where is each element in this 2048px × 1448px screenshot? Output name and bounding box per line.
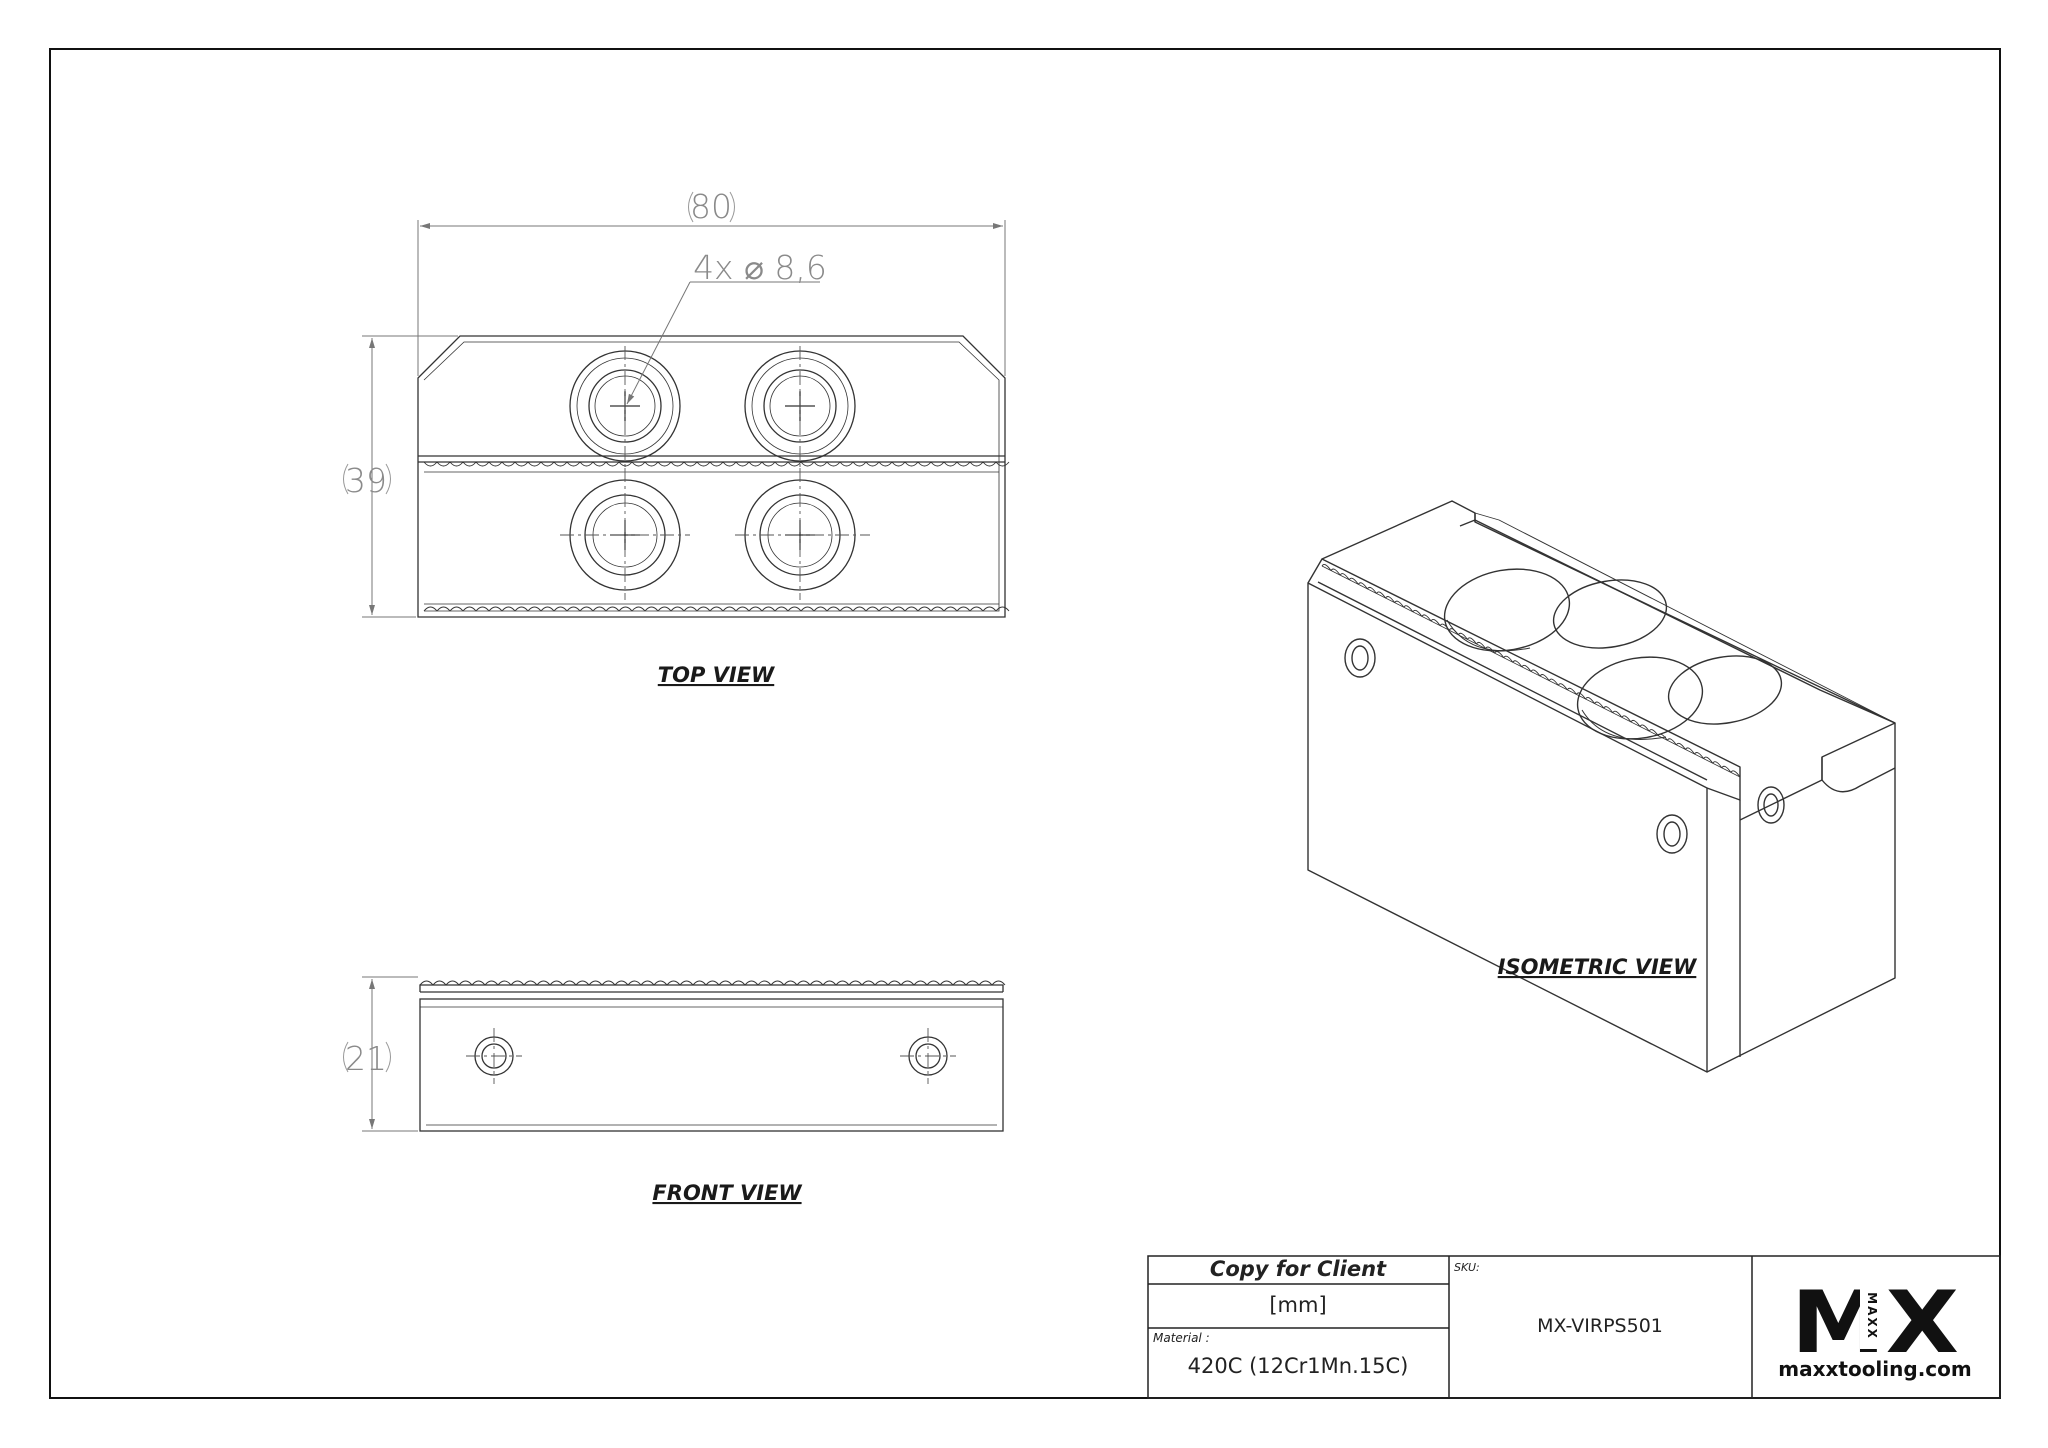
top-view-outline xyxy=(417,335,1006,618)
title-block-frame xyxy=(1147,1255,2001,1399)
height-dimension-top: 39 xyxy=(345,461,387,500)
isometric-view xyxy=(1307,500,1896,1073)
serration-row xyxy=(423,606,1010,612)
serration-row xyxy=(423,461,1010,467)
iso-top-face xyxy=(1321,500,1896,821)
height-dimension-front: 21 xyxy=(345,1039,387,1078)
serration xyxy=(1321,563,1741,778)
iso-hole xyxy=(1667,655,1783,725)
material-label: Material : xyxy=(1153,1331,1210,1345)
iso-right-face xyxy=(1706,723,1896,1073)
iso-hole xyxy=(1576,656,1704,740)
front-view-title: FRONT VIEW xyxy=(652,1181,802,1205)
iso-side-hole xyxy=(1344,638,1376,678)
website: maxxtooling.com xyxy=(1778,1357,1971,1381)
iso-side-hole xyxy=(1656,814,1688,854)
front-view-outline xyxy=(419,998,1004,1132)
iso-slot xyxy=(1821,757,1896,793)
title-block xyxy=(1147,1255,2001,1399)
logo-sub: MAXX xyxy=(1865,1292,1879,1340)
iso-side-hole xyxy=(1663,821,1681,847)
iso-hole xyxy=(1443,568,1571,652)
paren xyxy=(385,463,391,495)
top-view-inner-outline xyxy=(423,341,1000,612)
maxx-logo: MX MAXX maxxtooling.com xyxy=(1778,1273,1971,1381)
serration xyxy=(423,461,1010,467)
copy-label: Copy for Client xyxy=(1210,1257,1387,1281)
isometric-view-title: ISOMETRIC VIEW xyxy=(1498,955,1697,979)
paren xyxy=(343,463,349,495)
iso-side-hole xyxy=(1757,786,1785,824)
hole-callout: 4x ⌀ 8,6 xyxy=(693,248,827,287)
paren xyxy=(343,1041,349,1073)
material-value: 420C (12Cr1Mn.15C) xyxy=(1188,1354,1409,1378)
top-view xyxy=(417,335,1010,618)
paren xyxy=(385,1041,391,1073)
paren xyxy=(688,191,694,223)
iso-hole xyxy=(1552,579,1668,649)
front-view-dimensions xyxy=(362,976,418,1132)
hole-leader xyxy=(626,281,691,405)
sheet-border xyxy=(49,48,2001,1399)
paren xyxy=(729,191,735,223)
serration-row xyxy=(419,980,1006,986)
serration xyxy=(423,606,1010,612)
serration-row xyxy=(1321,563,1741,778)
serration xyxy=(419,980,1006,986)
top-view-title: TOP VIEW xyxy=(658,663,775,687)
units-label: [mm] xyxy=(1269,1293,1326,1317)
iso-serrated-edge xyxy=(1307,558,1741,801)
iso-side-hole xyxy=(1763,793,1779,817)
width-dimension: 80 xyxy=(690,187,732,226)
top-view-dimensions xyxy=(362,220,1006,618)
sku-label: SKU: xyxy=(1454,1261,1480,1274)
iso-side-hole xyxy=(1351,645,1369,671)
sku-value: MX-VIRPS501 xyxy=(1537,1315,1663,1337)
iso-back-step xyxy=(1459,519,1896,724)
front-view xyxy=(419,980,1006,1132)
